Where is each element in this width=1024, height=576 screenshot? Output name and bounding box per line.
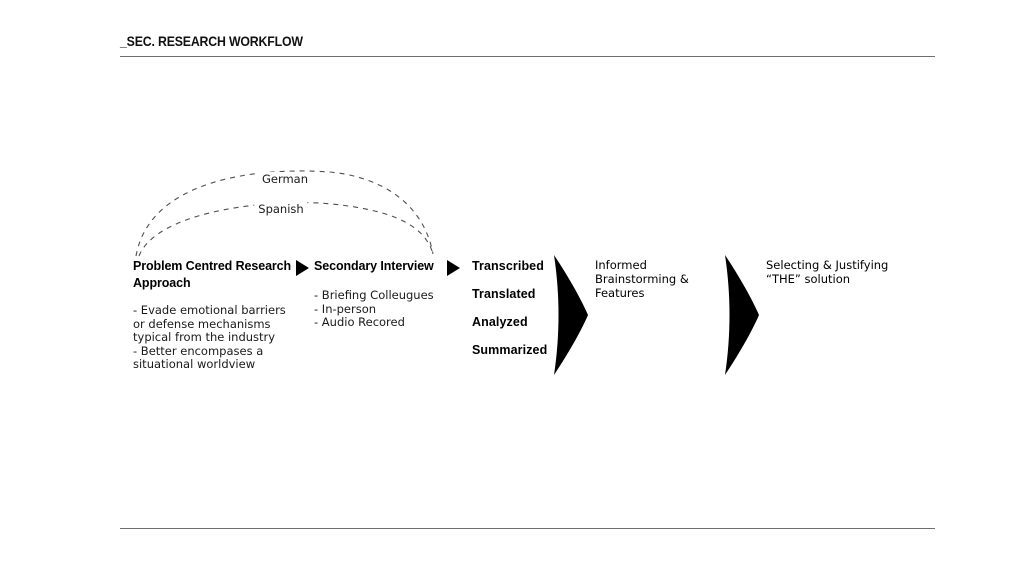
stage-2-title: Secondary Interview — [314, 259, 434, 273]
stage-1-body: - Evade emotional barriers or defense me… — [133, 303, 286, 372]
arc-label-spanish: Spanish — [254, 202, 308, 216]
arrow-triangle-icon-1 — [296, 260, 309, 276]
footer-divider — [120, 528, 935, 529]
stage-1-title: Problem Centred Research Approach — [133, 259, 292, 290]
page-title: _SEC. RESEARCH WORKFLOW — [120, 33, 303, 49]
stage-secondary-interview[interactable]: Secondary Interview - Briefing Colleugue… — [314, 258, 444, 330]
stage-4-title: Informed Brainstorming & Features — [595, 258, 689, 300]
stage-informed-brainstorming[interactable]: Informed Brainstorming & Features — [595, 258, 725, 300]
stage-problem-centred-research[interactable]: Problem Centred Research Approach - Evad… — [133, 258, 293, 372]
arc-label-german: German — [257, 172, 313, 186]
stage-5-title: Selecting & Justifying “THE” solution — [766, 258, 889, 286]
stage-processing-steps[interactable]: Transcribed Translated Analyzed Summariz… — [472, 258, 562, 370]
header-divider — [120, 56, 935, 57]
chevron-right-icon-2 — [725, 255, 759, 375]
stage-2-body: - Briefing Colleugues - In-person - Audi… — [314, 288, 434, 330]
chevron-right-icon-1 — [554, 255, 588, 375]
arrow-triangle-icon-2 — [447, 260, 460, 276]
list-item: Summarized — [472, 343, 548, 357]
list-item: Translated — [472, 287, 536, 301]
processing-word-list: Transcribed Translated Analyzed Summariz… — [472, 258, 562, 370]
list-item: Analyzed — [472, 315, 528, 329]
list-item: Transcribed — [472, 259, 544, 273]
stage-selecting-solution[interactable]: Selecting & Justifying “THE” solution — [766, 258, 921, 286]
